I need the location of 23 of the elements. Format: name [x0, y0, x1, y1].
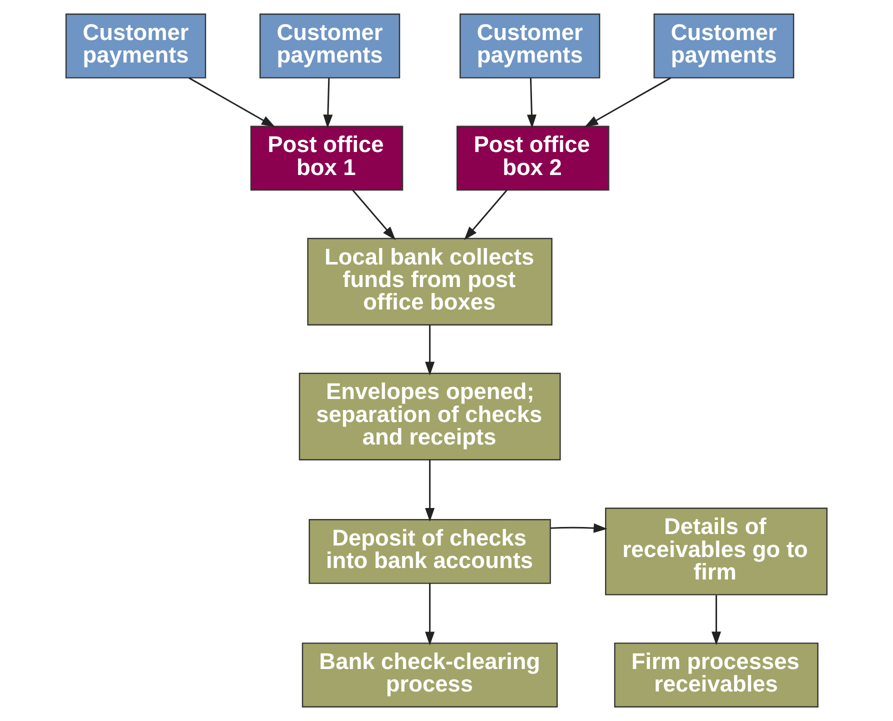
arrow — [323, 78, 333, 128]
arrow — [188, 77, 276, 128]
arrow — [464, 190, 508, 240]
arrow — [550, 523, 608, 533]
node-box: Post office box 2 — [456, 126, 610, 191]
arrow — [425, 583, 435, 646]
arrow — [526, 78, 536, 128]
node-box: Customer payments — [654, 14, 794, 78]
node-box: Customer payments — [259, 14, 400, 78]
node-box: Customer payments — [65, 14, 206, 78]
arrow — [425, 460, 435, 522]
node-box: Details of receivables go to firm — [605, 508, 828, 596]
node-box: Deposit of checks into bank accounts — [308, 519, 551, 584]
arrow — [352, 190, 396, 240]
arrow — [712, 595, 722, 646]
arrow — [425, 324, 435, 376]
node-box: Firm processes receivables — [614, 642, 818, 708]
node-box: Local bank collects funds from post office boxes — [307, 238, 552, 326]
node-box: Bank check-clearing process — [302, 642, 558, 708]
node-box: Post office box 1 — [250, 126, 404, 191]
node-box: Envelopes opened; separation of checks and receipts — [298, 372, 561, 460]
node-box: Customer payments — [460, 14, 600, 78]
arrow — [584, 77, 672, 128]
